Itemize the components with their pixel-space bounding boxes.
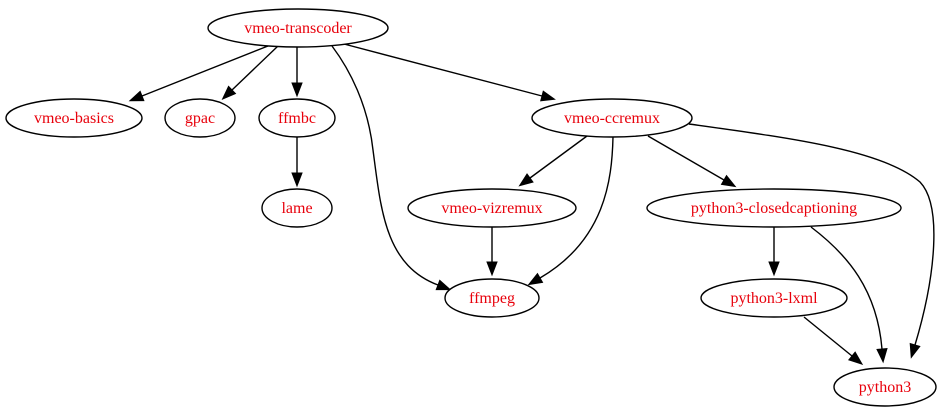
- node-ellipse: [207, 8, 389, 48]
- arrowhead: [291, 82, 303, 98]
- node-label: python3-closedcaptioning: [691, 200, 857, 217]
- node-vmeo-basics: vmeo-basics: [5, 98, 143, 138]
- nodes: vmeo-transcoder vmeo-basics gpac ffmbc vmeo-…: [5, 8, 937, 407]
- arrowhead: [527, 272, 544, 286]
- node-label: vmeo-basics: [34, 110, 114, 127]
- arrowhead: [540, 90, 556, 102]
- edge-vmeo-ccremux-to-ffmpeg: [527, 136, 614, 286]
- node-vmeo-transcoder: vmeo-transcoder: [207, 8, 389, 48]
- edge-vmeo-ccremux-to-python3: [688, 123, 935, 359]
- node-python3-lxml: python3-lxml: [700, 278, 848, 318]
- edges: [128, 43, 935, 366]
- edge-vmeo-transcoder-to-vmeo-basics: [128, 45, 269, 102]
- edge-python3-closedcaptioning-to-python3-lxml: [768, 227, 780, 277]
- node-ffmpeg: ffmpeg: [444, 278, 540, 318]
- edge-ffmbc-to-lame: [291, 137, 303, 188]
- edge-vmeo-transcoder-to-gpac: [221, 45, 279, 100]
- edge-vmeo-transcoder-to-vmeo-ccremux: [343, 43, 556, 102]
- edge-line: [141, 45, 269, 97]
- node-ellipse: [531, 98, 693, 138]
- arrowhead: [435, 279, 452, 291]
- node-ellipse: [5, 98, 143, 138]
- node-label: ffmpeg: [469, 290, 515, 307]
- arrowhead: [221, 85, 237, 100]
- edge-line: [231, 45, 279, 91]
- node-ellipse: [700, 278, 848, 318]
- node-ellipse: [258, 98, 336, 138]
- node-label: lame: [281, 200, 312, 217]
- node-python3-closedcaptioning: python3-closedcaptioning: [646, 188, 902, 228]
- node-label: ffmbc: [278, 110, 316, 127]
- node-vmeo-vizremux: vmeo-vizremux: [407, 188, 577, 228]
- arrowhead: [486, 261, 498, 277]
- edge-line: [688, 123, 935, 346]
- edge-vmeo-vizremux-to-ffmpeg: [486, 227, 498, 277]
- edge-vmeo-transcoder-to-ffmpeg: [331, 45, 452, 291]
- edge-line: [647, 135, 725, 181]
- arrowhead: [909, 342, 921, 359]
- node-label: vmeo-vizremux: [441, 200, 542, 217]
- node-lame: lame: [261, 188, 333, 228]
- node-gpac: gpac: [164, 98, 236, 138]
- edge-line: [529, 135, 588, 179]
- node-ellipse: [833, 367, 937, 407]
- arrowhead: [768, 261, 780, 277]
- edge-vmeo-ccremux-to-python3-closedcaptioning: [647, 135, 737, 188]
- edge-line: [803, 316, 853, 357]
- node-label: gpac: [185, 110, 215, 127]
- edge-line: [331, 45, 439, 286]
- arrowhead: [720, 174, 737, 188]
- node-label: vmeo-transcoder: [244, 20, 352, 37]
- node-label: python3: [859, 379, 911, 396]
- edge-python3-closedcaptioning-to-python3: [810, 226, 888, 364]
- arrowhead: [847, 351, 864, 366]
- node-label: vmeo-ccremux: [564, 110, 660, 127]
- node-ellipse: [407, 188, 577, 228]
- edge-python3-lxml-to-python3: [803, 316, 864, 366]
- node-label: python3-lxml: [730, 290, 818, 307]
- arrowhead: [291, 172, 303, 188]
- node-vmeo-ccremux: vmeo-ccremux: [531, 98, 693, 138]
- edge-line: [343, 43, 543, 97]
- node-ellipse: [164, 98, 236, 138]
- node-ellipse: [444, 278, 540, 318]
- edge-vmeo-ccremux-to-vmeo-vizremux: [518, 135, 588, 187]
- edge-line: [539, 136, 614, 279]
- node-ffmbc: ffmbc: [258, 98, 336, 138]
- arrowhead: [518, 173, 534, 187]
- arrowhead: [128, 90, 145, 102]
- node-ellipse: [261, 188, 333, 228]
- edge-line: [810, 226, 883, 350]
- node-ellipse: [646, 188, 902, 228]
- arrowhead: [876, 348, 888, 364]
- node-python3: python3: [833, 367, 937, 407]
- edge-vmeo-transcoder-to-ffmbc: [291, 47, 303, 98]
